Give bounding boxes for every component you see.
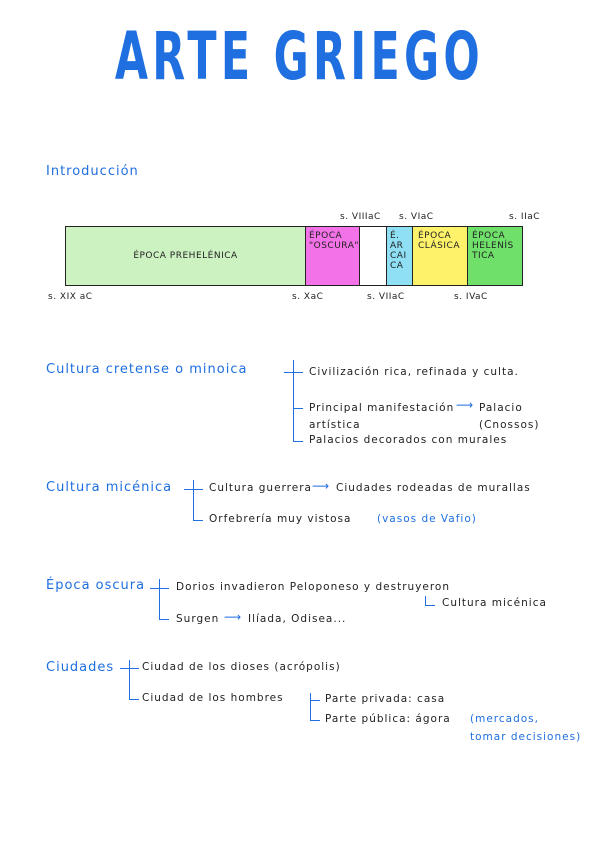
arrow-right-icon: ⟶ <box>224 610 242 624</box>
intro-heading: Introducción <box>46 164 139 179</box>
section-heading: Cultura micénica <box>46 480 173 495</box>
section-heading: Época oscura <box>46 578 146 593</box>
brace <box>293 360 294 442</box>
brace <box>193 480 194 521</box>
list-item: Palacios decorados con murales <box>309 434 508 446</box>
list-item: tomar decisiones) <box>470 731 582 743</box>
bottom-label: s. XaC <box>292 292 324 302</box>
list-item: Palacio (Cnossos) <box>479 402 540 431</box>
list-item: Cultura micénica <box>442 597 547 609</box>
brace <box>310 693 311 721</box>
list-item: Ilíada, Odisea... <box>248 613 347 625</box>
brace-tick <box>293 441 303 442</box>
top-label: s. VIIIaC <box>340 212 381 222</box>
brace-tick <box>193 489 203 490</box>
list-item: (mercados, <box>470 713 539 725</box>
segment-clasica: ÉPOCA CLÁSICA <box>412 226 468 286</box>
segment-helenistica: ÉPOCA HELENÍS TICA <box>467 226 523 286</box>
brace <box>129 660 130 700</box>
brace-tick <box>129 668 139 669</box>
segment-blank <box>359 226 387 286</box>
brace <box>159 579 160 620</box>
segment-prehelenica: ÉPOCA PREHELÉNICA <box>65 226 306 286</box>
arrow-right-icon: ⟶ <box>456 398 474 412</box>
brace-tick <box>310 720 320 721</box>
brace-tick <box>293 372 303 373</box>
section-heading: Ciudades <box>46 660 115 675</box>
list-item: Orfebrería muy vistosa <box>209 513 352 525</box>
top-label: s. IIaC <box>509 212 541 222</box>
brace-tick <box>120 668 130 669</box>
list-item: Ciudades rodeadas de murallas <box>336 482 531 494</box>
list-item: Parte pública: ágora <box>325 713 451 725</box>
brace-tick <box>425 605 435 606</box>
segment-arcaica: É. AR CAI CA <box>386 226 413 286</box>
arrow-right-icon: ⟶ <box>312 479 330 493</box>
brace-tick <box>293 408 303 409</box>
list-item: Parte privada: casa <box>325 693 446 705</box>
brace-tick <box>193 520 203 521</box>
brace-tick <box>184 489 194 490</box>
list-item: Surgen <box>176 613 220 625</box>
list-item: Ciudad de los dioses (acrópolis) <box>142 661 341 673</box>
bottom-label: s. IVaC <box>454 292 488 302</box>
bottom-label: s. XIX aC <box>48 292 93 302</box>
brace <box>425 596 426 606</box>
list-item: Ciudad de los hombres <box>142 692 284 704</box>
page-title: ARTE GRIEGO <box>114 18 485 95</box>
brace-tick <box>150 588 160 589</box>
brace-tick <box>284 372 294 373</box>
segment-oscura: ÉPOCA "OSCURA" <box>305 226 360 286</box>
list-item: Cultura guerrera <box>209 482 312 494</box>
list-item: Civilización rica, refinada y culta. <box>309 366 519 378</box>
top-label: s. VIaC <box>399 212 434 222</box>
brace-tick <box>159 588 169 589</box>
list-item: Dorios invadieron Peloponeso y destruyer… <box>176 581 451 593</box>
brace-tick <box>159 619 169 620</box>
bottom-label: s. VIIaC <box>367 292 405 302</box>
section-heading: Cultura cretense o minoica <box>46 362 248 377</box>
list-item: Principal manifestación artística <box>309 402 455 431</box>
list-item: (vasos de Vafio) <box>377 513 477 525</box>
brace-tick <box>129 699 139 700</box>
brace-tick <box>310 700 320 701</box>
